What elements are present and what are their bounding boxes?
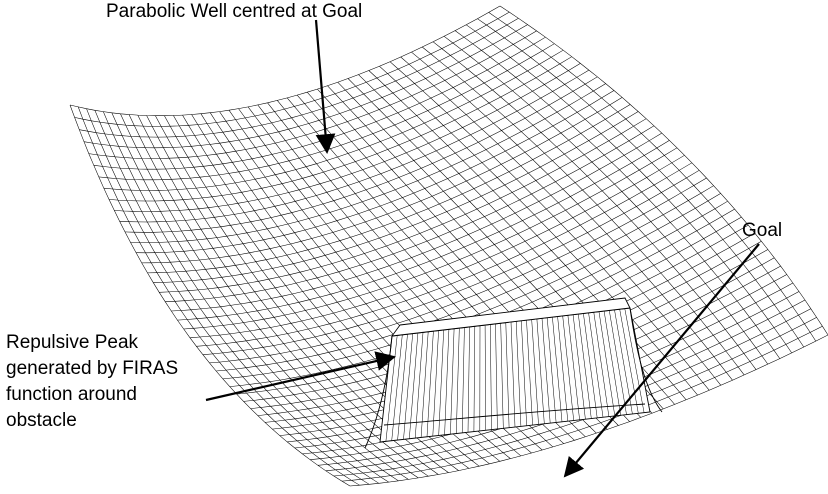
peak-hatch-line	[578, 314, 592, 419]
peak-hatch-line	[562, 315, 574, 421]
peak-hatch-line	[490, 324, 492, 430]
mesh-line-v	[171, 132, 662, 312]
peak-hatch-line	[588, 312, 604, 418]
mesh-line-v	[136, 90, 615, 254]
peak-hatch-line	[414, 332, 424, 439]
peak-hatch-line	[495, 323, 498, 430]
peak-hatch-line	[473, 326, 476, 432]
peak-hatch-line	[552, 317, 563, 422]
peak-hatch-line	[531, 319, 539, 425]
mesh-line-v	[202, 170, 700, 355]
arrow-to-well	[314, 19, 336, 154]
peak-hatch-line	[438, 329, 444, 436]
mesh-line-v	[153, 111, 639, 283]
peak-hatch-line	[515, 321, 522, 427]
mesh-line-v	[209, 177, 707, 364]
mesh-line-v	[79, 18, 519, 138]
repulsive-peak-base-curve	[383, 403, 646, 426]
peak-hatch-line	[598, 311, 616, 416]
mesh-line-v	[141, 97, 623, 264]
peak-hatch-line	[432, 330, 439, 437]
peak-hatch-line	[391, 334, 403, 441]
mesh-line-v	[124, 76, 598, 233]
peak-hatch-line	[484, 324, 486, 431]
peak-hatch-line	[614, 309, 633, 415]
peak-hatch-line	[583, 313, 598, 418]
peak-hatch-line	[420, 331, 429, 438]
peak-hatch-line	[397, 334, 408, 441]
arrow-to-repulsive-peak	[205, 351, 396, 402]
peak-hatch-line	[541, 318, 551, 424]
mesh-line-v	[83, 24, 528, 149]
goal-annotation-label: Goal	[742, 220, 783, 241]
arrow-to-goal	[563, 243, 760, 478]
mesh-line-v	[159, 118, 647, 293]
mesh-line-v	[189, 155, 685, 339]
peak-hatch-line	[467, 326, 470, 433]
mesh-line-v	[69, 5, 501, 116]
peak-hatch-line	[461, 327, 465, 433]
peak-hatch-line	[567, 315, 580, 420]
mesh-line-v	[216, 185, 714, 372]
peak-hatch-line	[526, 320, 533, 426]
peak-hatch-line	[505, 322, 510, 428]
repulsive-label-line-2: generated by FIRAS	[6, 358, 179, 379]
mesh-line-v	[98, 43, 555, 181]
mesh-line-u	[488, 12, 817, 342]
peak-hatch-line	[609, 310, 627, 415]
peak-hatch-line	[426, 331, 434, 437]
peak-hatch-line	[510, 321, 516, 428]
peak-hatch-line	[572, 314, 586, 420]
mesh-line-v	[349, 334, 828, 487]
mesh-line-u	[466, 24, 792, 354]
mesh-line-v	[333, 317, 817, 477]
mesh-line-v	[108, 56, 572, 202]
peak-hatch-line	[500, 323, 504, 429]
peak-hatch-line	[546, 317, 557, 423]
mesh-line-v	[177, 140, 670, 321]
mesh-line-v	[183, 147, 678, 330]
repulsive-peak-block	[364, 297, 663, 449]
peak-hatch-line	[619, 309, 639, 414]
mesh-line-u	[477, 18, 805, 348]
peak-hatch-line	[521, 320, 527, 426]
mesh-line-v	[196, 162, 693, 347]
mesh-line-v	[165, 125, 655, 302]
well-annotation-label: Parabolic Well centred at Goal	[106, 1, 363, 22]
peak-hatch-line	[444, 329, 450, 435]
peak-hatch-line	[450, 328, 455, 435]
peak-hatch-line	[456, 328, 460, 434]
repulsive-label-line-1: Repulsive Peak	[6, 332, 139, 353]
repulsive-peak-annotation-label: Repulsive Peak generated by FIRAS functi…	[6, 330, 178, 434]
peak-hatch-line	[593, 312, 610, 417]
repulsive-label-line-3: function around	[6, 384, 137, 405]
mesh-line-v	[103, 49, 564, 191]
peak-hatch-line	[403, 333, 413, 440]
peak-hatch-line	[409, 332, 419, 439]
mesh-line-v	[130, 83, 606, 243]
mesh-line-v	[341, 325, 823, 482]
mesh-line-u	[499, 5, 828, 336]
mesh-line-v	[114, 63, 581, 212]
mesh-line-v	[119, 69, 590, 223]
peak-hatch-line	[624, 308, 645, 413]
peak-hatch-line	[557, 316, 569, 422]
repulsive-peak-skirt-left	[364, 335, 393, 449]
repulsive-label-line-4: obstacle	[6, 410, 77, 431]
peak-hatch-line	[536, 318, 545, 424]
mesh-line-v	[147, 104, 631, 274]
peak-hatch-line	[603, 310, 621, 416]
mesh-line-v	[74, 11, 510, 127]
mesh-line-v	[88, 30, 537, 159]
repulsive-peak-skirt-right	[629, 307, 663, 413]
mesh-line-v	[93, 36, 546, 170]
